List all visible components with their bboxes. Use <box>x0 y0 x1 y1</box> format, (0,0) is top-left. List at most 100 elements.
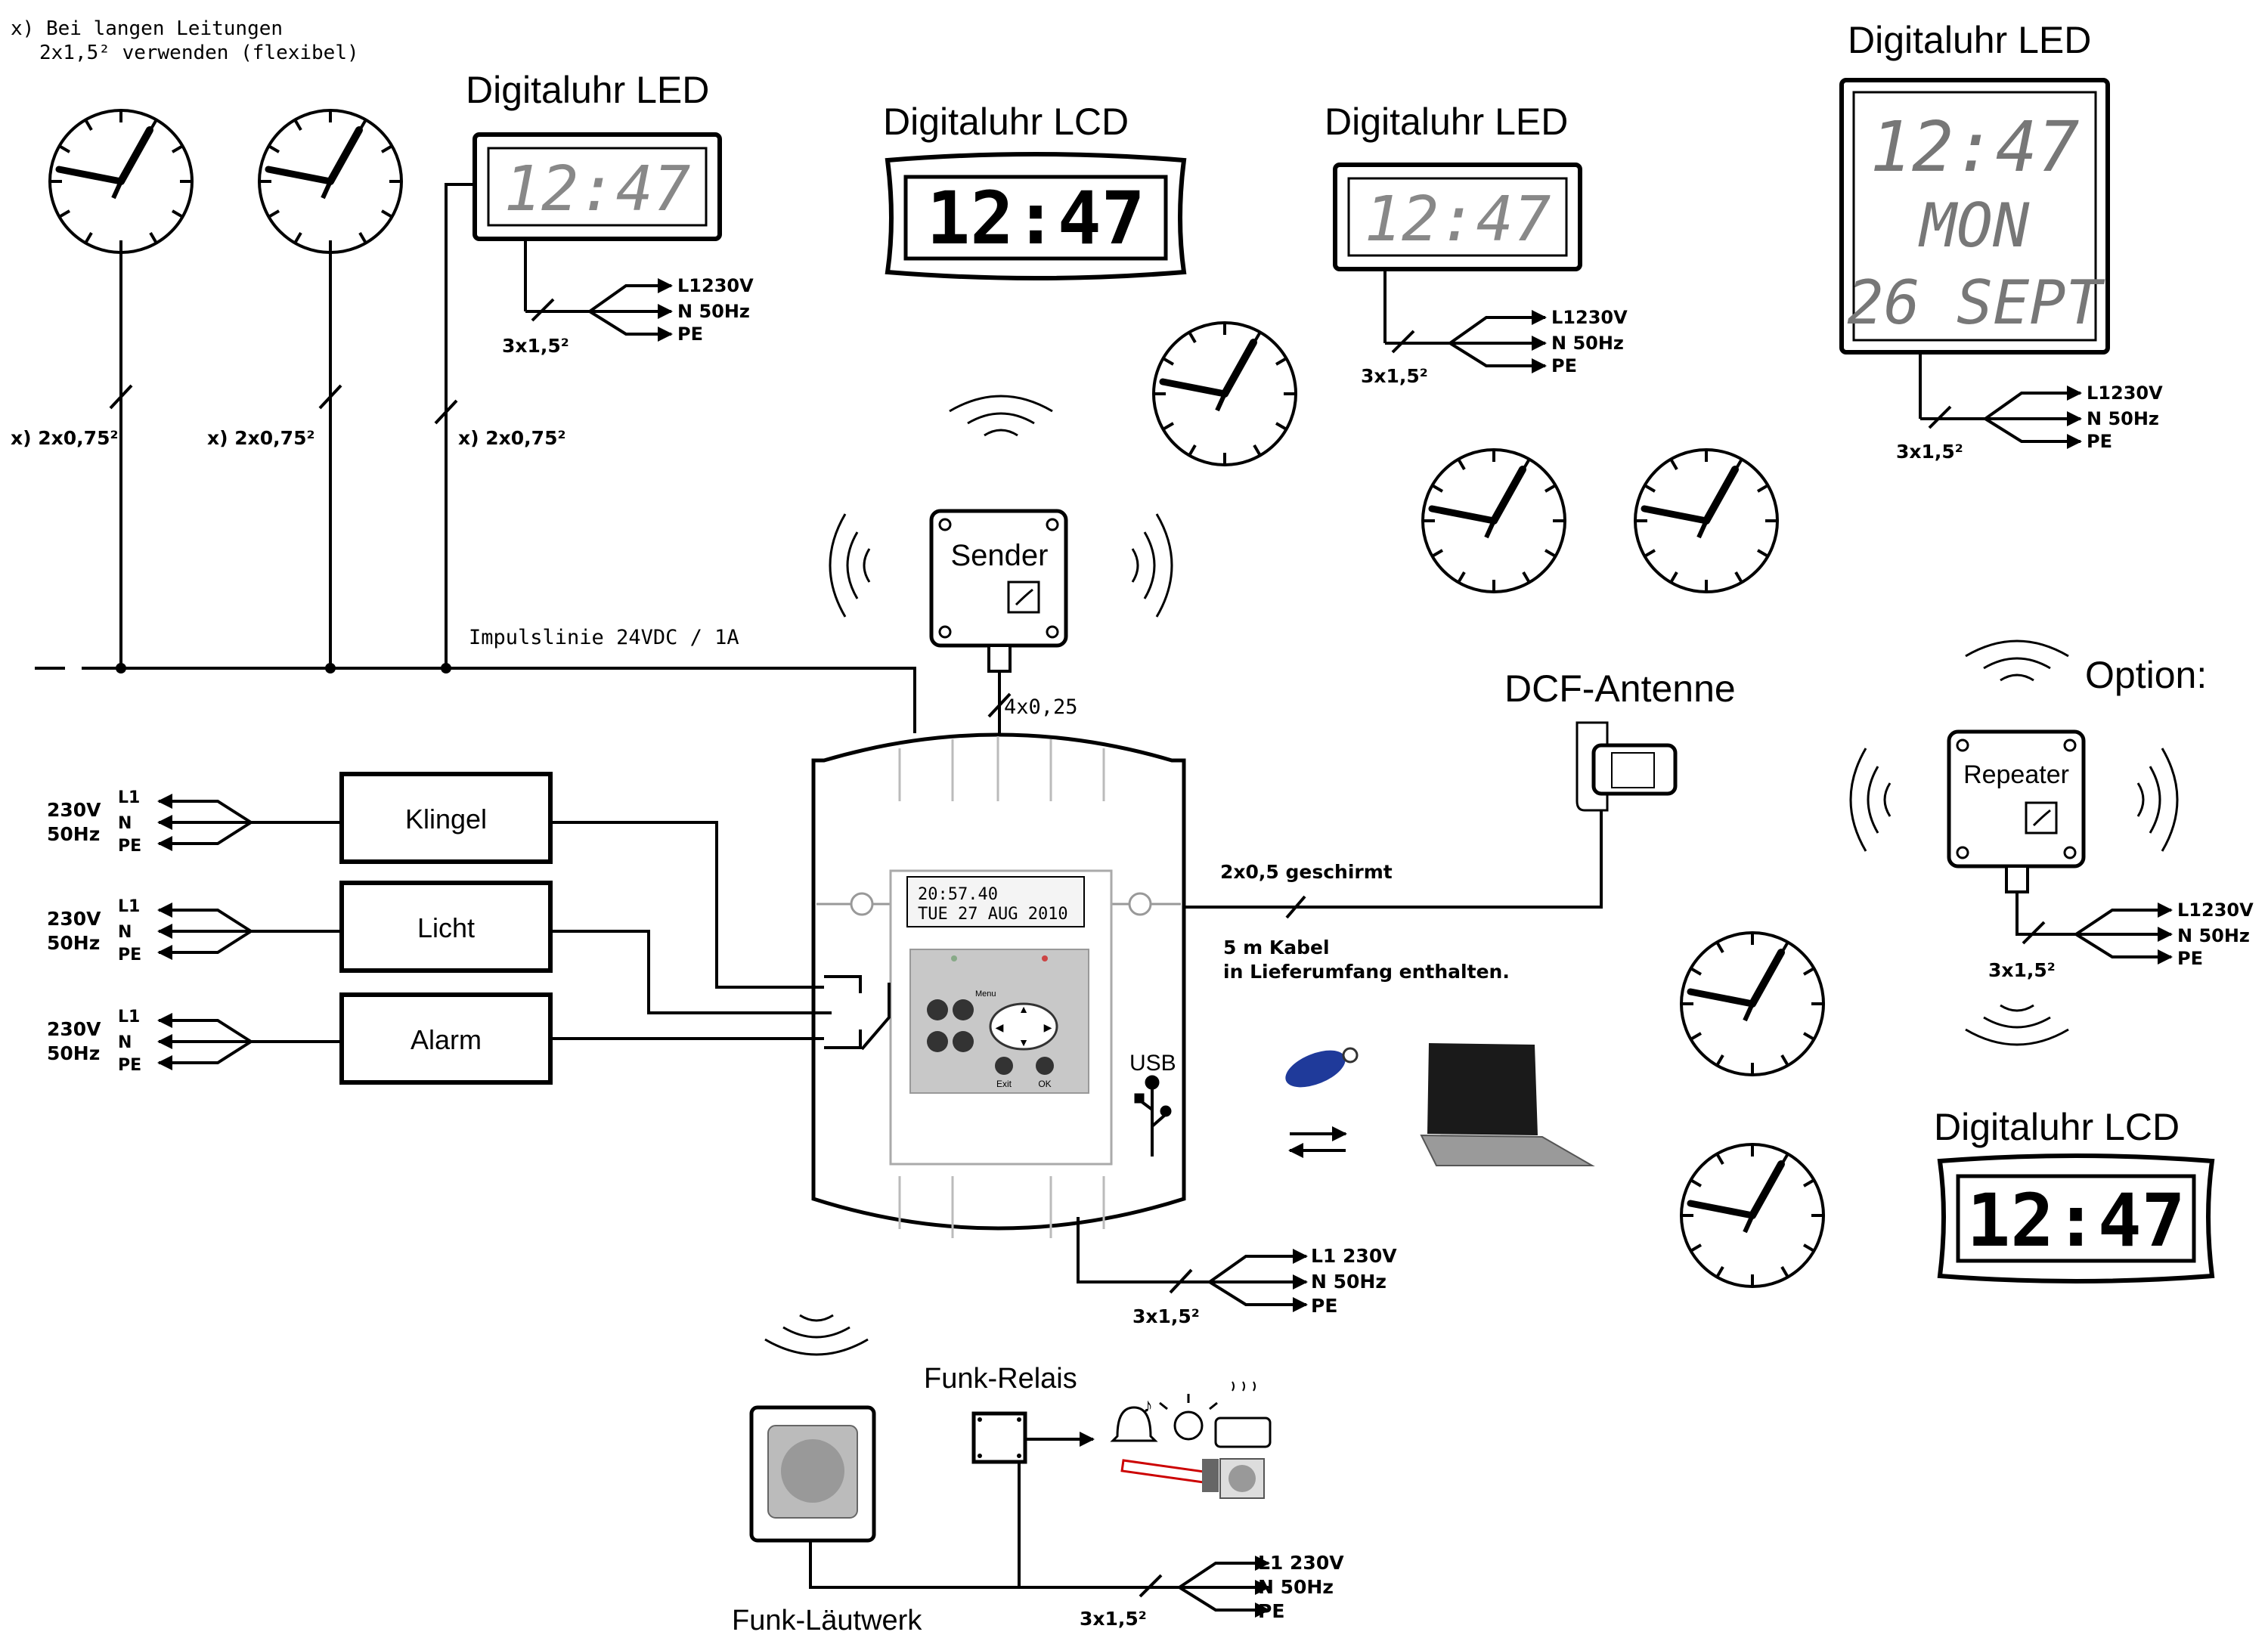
svg-text:▲: ▲ <box>1018 1003 1029 1015</box>
power-fan-device: L1 230V N 50Hz PE 3x1,5² <box>1077 1217 1397 1327</box>
voltage-label: 230V <box>47 799 101 821</box>
fan-icon <box>1219 1458 1265 1499</box>
cable-label: 5 m Kabel <box>1223 937 1330 958</box>
ok-label: OK <box>1038 1079 1051 1089</box>
klingel-box <box>339 772 553 864</box>
barrier-icon <box>1120 1459 1219 1492</box>
power-fan-repeater: L1230V N 50Hz PE 3x1,5² <box>1988 892 2254 981</box>
repeater-box <box>1947 729 2086 869</box>
note-line-1: x) Bei langen Leitungen <box>11 17 283 40</box>
cable-label: 3x1,5² <box>1896 441 1963 463</box>
ok-button[interactable] <box>1036 1057 1054 1075</box>
svg-text:▶: ▶ <box>1044 1021 1052 1033</box>
pe-label: PE <box>2177 948 2203 969</box>
analog-clock <box>1154 323 1296 465</box>
heater-icon <box>1214 1381 1272 1448</box>
led-clock-date: 26 SEPT <box>1847 268 2105 338</box>
option-label: Option: <box>2085 654 2207 696</box>
cable-label: x) 2x0,75² <box>458 427 565 449</box>
power-fan-funk: L1 230V N 50Hz PE 3x1,5² <box>1080 1552 1344 1630</box>
cable-label: 3x1,5² <box>1132 1305 1200 1327</box>
l1-label: L1230V <box>2087 382 2163 404</box>
device-button[interactable] <box>953 1031 974 1052</box>
n-label: N 50Hz <box>1551 333 1624 354</box>
led-clock-2 <box>1333 163 1582 271</box>
cable-label: 3x1,5² <box>502 335 569 357</box>
power-fan-led2: L1230V N 50Hz PE 3x1,5² <box>1361 307 1628 387</box>
freq-label: 50Hz <box>47 1042 100 1064</box>
device-display-line1: 20:57.40 <box>918 885 998 904</box>
analog-clock <box>50 110 192 252</box>
dcf-title: DCF-Antenne <box>1504 667 1736 710</box>
lcd-clock-time: 12:47 <box>927 176 1145 261</box>
sender-label: Sender <box>951 539 1049 572</box>
pe-label: PE <box>118 1056 141 1075</box>
cable-label: 4x0,25 <box>1004 695 1078 719</box>
power-fan-alarm <box>157 1013 342 1070</box>
freq-label: 50Hz <box>47 932 100 954</box>
lcd-clock-time: 12:47 <box>1967 1178 2186 1263</box>
freq-label: 50Hz <box>47 823 100 845</box>
voltage-label: 230V <box>47 908 101 930</box>
n-label: N <box>118 814 132 833</box>
device-display-line2: TUE 27 AUG 2010 <box>918 905 1068 924</box>
analog-clock <box>1635 450 1777 592</box>
usb-stick-icon <box>1285 1047 1359 1088</box>
cable-label: in Lieferumfang enthalten. <box>1223 961 1510 983</box>
cable-label: x) 2x0,75² <box>207 427 314 449</box>
l1-label: L1 <box>118 1008 140 1026</box>
svg-text:▼: ▼ <box>1018 1036 1029 1048</box>
usb-label: USB <box>1129 1051 1176 1076</box>
svg-text:◀: ◀ <box>996 1021 1004 1033</box>
power-fan-led1: L1230V N 50Hz PE 3x1,5² <box>502 275 754 357</box>
l1-label: L1230V <box>2177 900 2254 921</box>
transfer-arrows-icon <box>1288 1126 1347 1158</box>
device-button[interactable] <box>927 1031 948 1052</box>
pe-label: PE <box>118 837 141 856</box>
device-display <box>906 876 1085 927</box>
led-clock-1 <box>472 132 722 241</box>
menu-label: Menu <box>975 989 996 999</box>
repeater-label: Repeater <box>1963 760 2069 789</box>
exit-label: Exit <box>996 1079 1012 1089</box>
svg-text:♪: ♪ <box>1143 1394 1153 1417</box>
power-fan-led3: L1230V N 50Hz PE 3x1,5² <box>1896 382 2163 463</box>
cable-label: x) 2x0,75² <box>11 427 118 449</box>
analog-clock <box>1423 450 1565 592</box>
clock-title: Digitaluhr LCD <box>883 101 1129 143</box>
l1-label: L1 <box>118 897 140 916</box>
l1-label: L1 230V <box>1258 1552 1344 1574</box>
n-label: N 50Hz <box>677 301 750 322</box>
n-label: N <box>118 923 132 942</box>
n-label: N 50Hz <box>1258 1576 1334 1598</box>
power-fan-licht <box>157 903 342 960</box>
led-clock-time: 12:47 <box>1365 184 1551 255</box>
clock-title: Digitaluhr LCD <box>1934 1106 2180 1148</box>
bell-icon: ♪ <box>1110 1394 1158 1442</box>
exit-button[interactable] <box>995 1057 1013 1075</box>
pe-label: PE <box>2087 431 2112 452</box>
cable-label: 3x1,5² <box>1080 1608 1147 1630</box>
laptop-icon <box>1420 1043 1595 1166</box>
device-navpad[interactable] <box>989 1002 1058 1051</box>
sender-box <box>929 509 1068 648</box>
clock-title: Digitaluhr LED <box>466 69 709 111</box>
licht-box <box>339 881 553 973</box>
pe-label: PE <box>1551 355 1577 376</box>
device-button[interactable] <box>927 999 948 1020</box>
led-clock-3 <box>1839 78 2110 355</box>
n-label: N 50Hz <box>2177 925 2250 946</box>
pe-label: PE <box>677 324 703 345</box>
l1-label: L1 230V <box>1311 1245 1397 1267</box>
device-button[interactable] <box>953 999 974 1020</box>
funk-laeutwerk-label: Funk-Läutwerk <box>732 1605 922 1636</box>
lamp-icon <box>1159 1394 1218 1441</box>
led-clock-time: 12:47 <box>1870 107 2080 187</box>
alarm-label: Alarm <box>411 1024 482 1055</box>
power-fan-klingel <box>157 794 342 851</box>
led-clock-day: MON <box>1918 190 2030 261</box>
pe-label: PE <box>118 946 141 965</box>
usb-icon <box>1134 1075 1172 1157</box>
